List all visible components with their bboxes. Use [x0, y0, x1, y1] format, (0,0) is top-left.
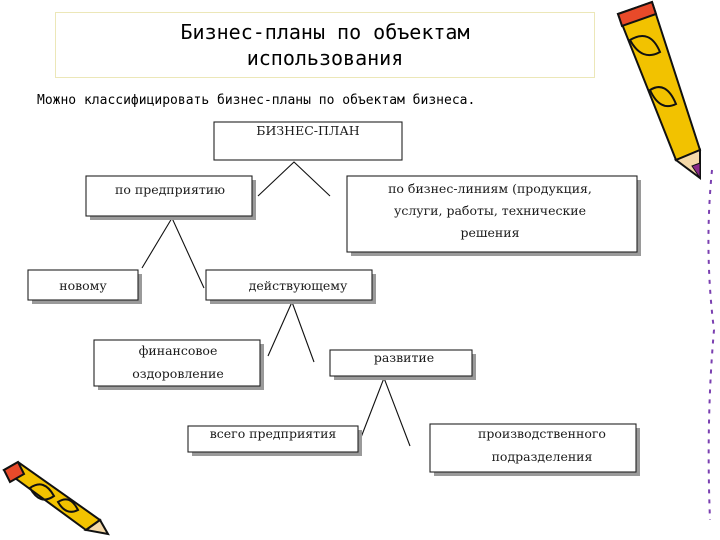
node-existing: действующему: [205, 269, 376, 304]
node-existing-label: действующему: [249, 278, 348, 293]
node-business-lines-line1: по бизнес-линиям (продукция,: [388, 181, 592, 196]
connector-development: [359, 376, 411, 447]
slide-title-line1: Бизнес-планы по объектам: [180, 20, 470, 44]
node-root: БИЗНЕС-ПЛАН: [213, 121, 403, 161]
connector-existing: [267, 300, 315, 363]
node-development: развитие: [329, 349, 476, 380]
node-by-enterprise-label: по предприятию: [115, 182, 225, 197]
node-business-lines-line3: решения: [461, 225, 520, 240]
connector-enterprise: [141, 216, 205, 289]
pencil-icon: [616, 0, 702, 180]
node-new-label: новому: [59, 278, 107, 293]
node-by-enterprise: по предприятию: [85, 175, 256, 220]
connector-root: [257, 161, 331, 197]
slide-title-line2: использования: [246, 46, 404, 70]
node-whole-enterprise: всего предприятия: [187, 425, 362, 456]
node-new: новому: [27, 269, 142, 304]
slide-subtitle: Можно классифицировать бизнес-планы по о…: [37, 93, 476, 108]
node-whole-enterprise-label: всего предприятия: [210, 426, 337, 441]
node-production-line2: подразделения: [492, 449, 593, 464]
title-box: Бизнес-планы по объектам использования: [55, 12, 595, 78]
node-financial-recovery: финансовое оздоровление: [93, 339, 264, 390]
node-financial-line1: финансовое: [139, 343, 218, 358]
decorative-stroke: [707, 169, 716, 521]
pencil-small-icon: [2, 460, 110, 536]
node-financial-line2: оздоровление: [132, 366, 224, 381]
node-by-business-lines: по бизнес-линиям (продукция, услуги, раб…: [346, 175, 641, 256]
node-business-lines-line2: услуги, работы, технические: [394, 203, 586, 218]
node-production-unit: производственного подразделения: [429, 423, 640, 476]
node-development-label: развитие: [374, 350, 434, 365]
node-root-label: БИЗНЕС-ПЛАН: [256, 123, 359, 138]
node-production-line1: производственного: [478, 426, 606, 441]
